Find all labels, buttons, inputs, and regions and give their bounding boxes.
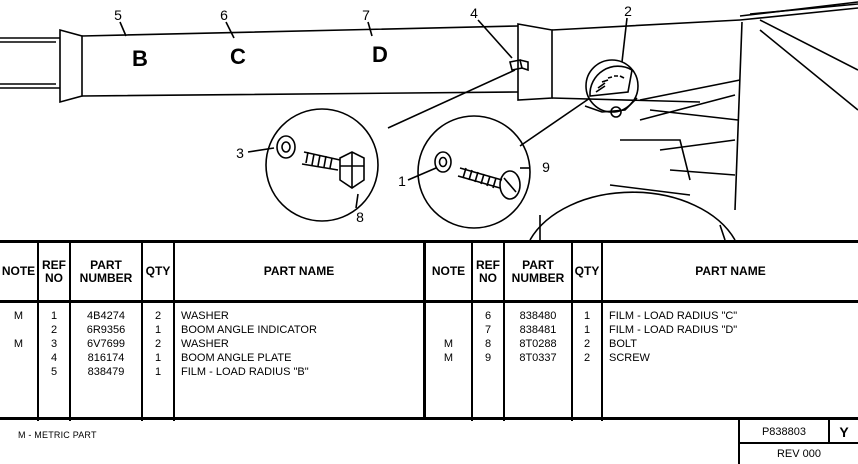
part-number-column: 4B4274 6R9356 6V7699 816174 838479: [70, 301, 143, 421]
parts-table-left: NOTE REF NO PART NUMBER QTY PART NAME M …: [0, 243, 423, 421]
header-part-number: PART NUMBER: [504, 243, 573, 303]
part-number-column: 838480 838481 8T0288 8T0337: [504, 301, 573, 421]
exploded-parts-illustration: B C D 1 2 3 4 5 6 7 8 9: [0, 1, 858, 240]
header-note: NOTE: [426, 243, 473, 303]
header-qty: QTY: [572, 243, 603, 303]
callout-5: 5: [114, 7, 122, 23]
header-note: NOTE: [0, 243, 39, 303]
header-part-name: PART NAME: [174, 243, 423, 303]
qty-column: 1 1 2 2: [572, 301, 603, 421]
header-qty: QTY: [142, 243, 175, 303]
boom-letter-b: B: [132, 46, 148, 71]
callout-2: 2: [624, 3, 632, 19]
revision-label: REV 000: [738, 444, 858, 464]
header-part-name: PART NAME: [602, 243, 858, 303]
callout-8: 8: [356, 209, 364, 225]
figure-number: P838803: [738, 420, 830, 444]
callout-1: 1: [398, 173, 406, 189]
note-column: M M: [426, 301, 473, 421]
callout-3: 3: [236, 145, 244, 161]
header-part-number: PART NUMBER: [70, 243, 143, 303]
boom-letter-c: C: [230, 44, 246, 69]
table-divider: [423, 243, 426, 417]
callout-7: 7: [362, 7, 370, 23]
boom-letter-d: D: [372, 42, 388, 67]
metric-part-legend: M - METRIC PART: [18, 430, 97, 440]
part-name-column: WASHER BOOM ANGLE INDICATOR WASHER BOOM …: [181, 310, 317, 378]
header-ref-no: REF NO: [472, 243, 505, 303]
figure-suffix: Y: [830, 420, 858, 444]
parts-list: NOTE REF NO PART NUMBER QTY PART NAME M …: [0, 240, 858, 421]
callout-6: 6: [220, 7, 228, 23]
part-name-column: FILM - LOAD RADIUS "C" FILM - LOAD RADIU…: [609, 310, 738, 364]
header-ref-no: REF NO: [38, 243, 71, 303]
note-column: M M: [0, 301, 39, 421]
figure-id-box: P838803 Y REV 000: [738, 420, 858, 464]
ref-no-column: 6 7 8 9: [472, 301, 505, 421]
ref-no-column: 1 2 3 4 5: [38, 301, 71, 421]
qty-column: 2 1 2 1 1: [142, 301, 175, 421]
parts-table-right: NOTE REF NO PART NUMBER QTY PART NAME M …: [426, 243, 858, 421]
callout-9: 9: [542, 159, 550, 175]
callout-4: 4: [470, 5, 478, 21]
